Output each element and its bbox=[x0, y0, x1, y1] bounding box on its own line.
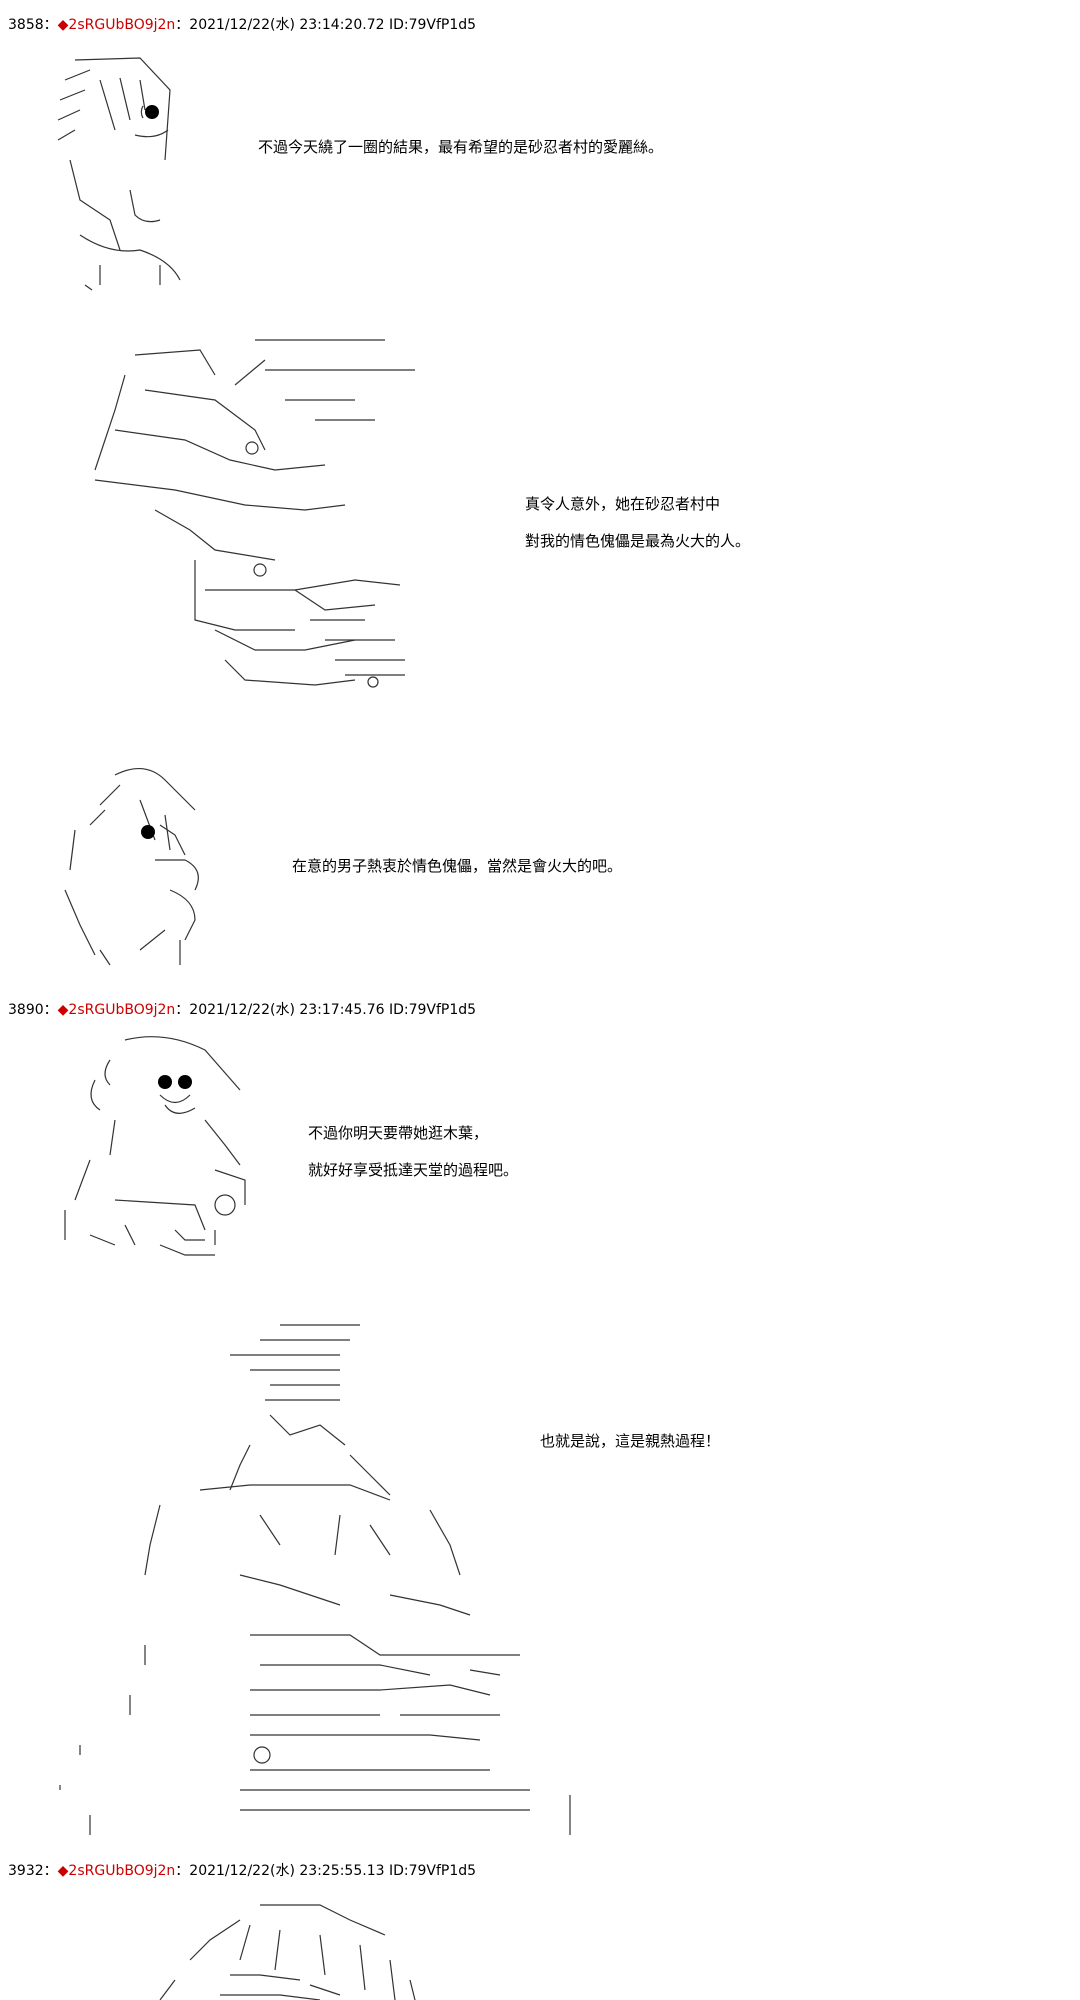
dialogue-line: 不過今天繞了一圈的結果，最有希望的是砂忍者村的愛麗絲。 bbox=[258, 138, 664, 156]
separator: ： bbox=[43, 1863, 58, 1879]
dialogue-line: 也就是說，這是親熱過程！ bbox=[540, 1432, 721, 1450]
separator: ： bbox=[43, 17, 58, 33]
ascii-art-muscle-figure bbox=[59, 1324, 571, 1835]
trip-code: 2sRGUbBO9j2n bbox=[68, 17, 176, 33]
post-header: 3858：◆2sRGUbBO9j2n：2021/12/22(水) 23:14:2… bbox=[8, 16, 476, 34]
dialogue-line: 真令人意外，她在砂忍者村中 bbox=[525, 495, 721, 513]
dialogue-line: 不過你明天要帶她逛木葉， bbox=[308, 1124, 489, 1142]
post-header: 3932：◆2sRGUbBO9j2n：2021/12/22(水) 23:25:5… bbox=[8, 1862, 476, 1880]
post-meta: ：2021/12/22(水) 23:14:20.72 ID:79VfP1d5 bbox=[175, 17, 477, 33]
post-header: 3890：◆2sRGUbBO9j2n：2021/12/22(水) 23:17:4… bbox=[8, 1001, 476, 1019]
post-number[interactable]: 3932 bbox=[8, 1863, 44, 1879]
ascii-art-character-1 bbox=[57, 57, 181, 291]
ascii-art-character-3 bbox=[64, 1036, 246, 1256]
dialogue-line: 就好好享受抵達天堂的過程吧。 bbox=[308, 1161, 519, 1179]
dialogue-line: 對我的情色傀儡是最為火大的人。 bbox=[525, 532, 751, 550]
post-number[interactable]: 3890 bbox=[8, 1002, 44, 1018]
trip-marker: ◆ bbox=[57, 1863, 69, 1879]
post-number[interactable]: 3858 bbox=[8, 17, 44, 33]
post-meta: ：2021/12/22(水) 23:25:55.13 ID:79VfP1d5 bbox=[175, 1863, 477, 1879]
ascii-art-puppet bbox=[94, 339, 415, 688]
dialogue-line: 在意的男子熱衷於情色傀儡，當然是會火大的吧。 bbox=[292, 857, 623, 875]
ascii-art-character-2 bbox=[64, 768, 199, 966]
trip-marker: ◆ bbox=[57, 17, 69, 33]
ascii-art-character-4 bbox=[159, 1904, 416, 2000]
trip-code: 2sRGUbBO9j2n bbox=[68, 1863, 176, 1879]
separator: ： bbox=[43, 1002, 58, 1018]
trip-code: 2sRGUbBO9j2n bbox=[68, 1002, 176, 1018]
trip-marker: ◆ bbox=[57, 1002, 69, 1018]
post-meta: ：2021/12/22(水) 23:17:45.76 ID:79VfP1d5 bbox=[175, 1002, 477, 1018]
